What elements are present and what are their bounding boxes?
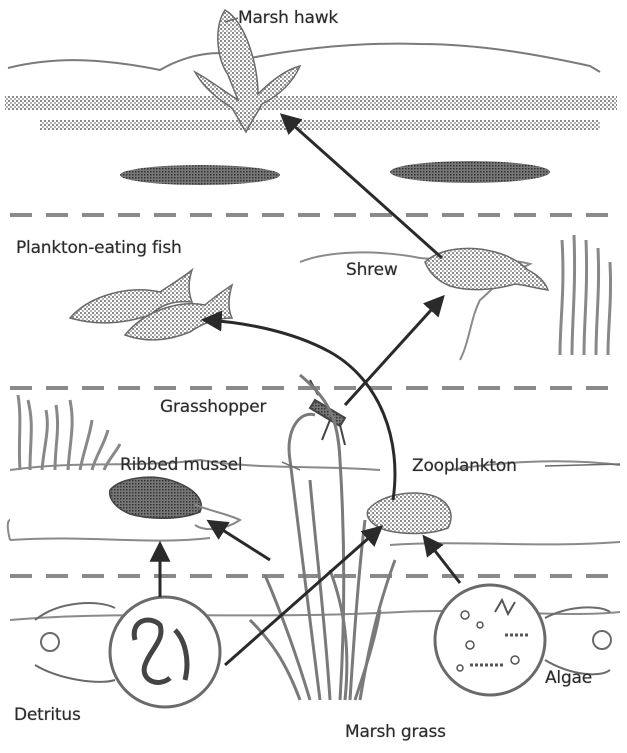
plankton-fish-figure (70, 270, 232, 340)
label-ribbed-mussel: Ribbed mussel (120, 455, 242, 475)
horizon-ridge (5, 44, 617, 130)
shrew-figure (425, 248, 548, 290)
marsh-grass-figure (250, 375, 395, 700)
ribbed-mussel-figure (110, 477, 202, 518)
label-plankton-fish: Plankton-eating fish (16, 238, 182, 258)
label-grasshopper: Grasshopper (160, 397, 266, 417)
label-zooplankton: Zooplankton (412, 456, 517, 476)
label-marsh-grass: Marsh grass (345, 722, 446, 742)
reeds-right (560, 235, 611, 355)
food-web-arrows (160, 116, 460, 665)
detritus-circle (35, 597, 220, 707)
label-shrew: Shrew (346, 260, 398, 280)
arrow-grass-to-mussel (210, 522, 270, 560)
zooplankton-figure (367, 493, 451, 533)
marsh-hawk-figure (195, 10, 300, 132)
reeds-left (18, 395, 120, 470)
label-detritus: Detritus (14, 705, 81, 725)
label-marsh-hawk: Marsh hawk (238, 8, 338, 28)
label-algae: Algae (545, 668, 592, 688)
dark-water-bands (120, 161, 550, 185)
arrow-shrew-to-hawk (283, 116, 442, 258)
